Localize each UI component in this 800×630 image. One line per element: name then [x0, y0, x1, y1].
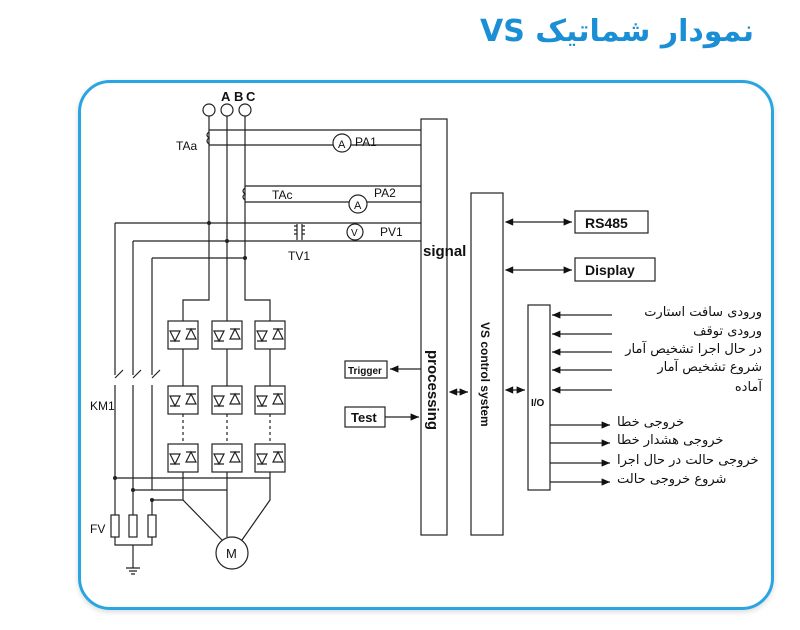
taa-coil — [206, 131, 210, 145]
processing-label: processing — [424, 350, 441, 430]
test-block — [344, 406, 386, 428]
control-label: VS control system — [478, 322, 492, 427]
voltmeter-symbol: V — [351, 228, 358, 239]
thyristor-module-icon — [211, 385, 243, 415]
fv-surge-arresters — [110, 490, 157, 575]
km1-contactor-lines — [114, 223, 161, 490]
signal-processing-block — [420, 118, 448, 536]
motor-label: M — [226, 546, 237, 561]
io-input-label: شروع تشخیص آمار — [657, 360, 762, 375]
ammeter-pa2-icon — [348, 194, 368, 214]
bypass-bus — [115, 477, 270, 501]
voltmeter-pv1-icon — [346, 223, 364, 241]
thyristor-module-icon — [254, 443, 286, 473]
io-output-label: خروجی خطا — [617, 415, 685, 430]
pa2-label: PA2 — [374, 186, 396, 200]
diagram-frame — [78, 80, 774, 610]
phase-terminals: A B C — [202, 89, 256, 117]
signal-label: signal — [423, 243, 466, 260]
display-label: Display — [585, 262, 635, 278]
km1-label: KM1 — [90, 399, 115, 413]
tac-coil — [242, 187, 246, 201]
rs485-label: RS485 — [585, 215, 628, 231]
tv1-label: TV1 — [288, 249, 310, 263]
thyristor-module-icon — [211, 320, 243, 350]
page-title: نمودار شماتیک VS — [480, 14, 754, 49]
pv1-label: PV1 — [380, 225, 403, 239]
fv-label: FV — [90, 522, 105, 536]
io-input-label: ورودی توقف — [693, 324, 762, 339]
io-output-label: خروجی هشدار خطا — [617, 433, 724, 448]
tac-wires — [245, 185, 421, 203]
tv1-transformer-icon — [294, 224, 305, 240]
ammeter-symbol: A — [354, 200, 362, 212]
thyristor-stack — [167, 318, 286, 490]
thyristor-module-icon — [167, 443, 199, 473]
thyristor-module-icon — [167, 320, 199, 350]
tac-label: TAc — [272, 188, 292, 202]
rs485-block — [574, 210, 649, 234]
io-output-label: خروجی حالت در حال اجرا — [617, 453, 759, 468]
phase-label-b: B — [234, 89, 243, 104]
display-block — [574, 257, 656, 282]
thyristor-module-icon — [254, 320, 286, 350]
io-signal-arrows — [550, 311, 612, 486]
phase-label-a: A — [221, 89, 231, 104]
taa-label: TAa — [176, 139, 197, 153]
thyristor-module-icon — [167, 385, 199, 415]
ammeter-symbol: A — [338, 139, 346, 151]
taa-wires — [209, 129, 421, 146]
tv-wires — [115, 222, 421, 259]
trigger-label: Trigger — [348, 366, 382, 377]
thyristor-module-icon — [254, 385, 286, 415]
io-block — [527, 304, 551, 491]
ammeter-pa1-icon — [332, 133, 352, 153]
io-input-label: آماده — [734, 380, 762, 395]
thyristor-module-icon — [211, 443, 243, 473]
vs-control-system-block — [470, 192, 504, 536]
io-output-label: شروع خروجی حالت — [617, 472, 727, 487]
phase-lines — [182, 116, 271, 318]
motor-wires — [182, 478, 271, 541]
io-label: I/O — [531, 398, 545, 409]
io-input-label: ورودی سافت استارت — [644, 305, 762, 320]
pa1-label: PA1 — [355, 135, 377, 149]
trigger-block — [344, 360, 388, 379]
phase-label-c: C — [246, 89, 256, 104]
io-input-label: در حال اجرا تشخیص آمار — [625, 342, 762, 357]
motor-icon — [215, 536, 249, 570]
test-label: Test — [351, 410, 377, 425]
